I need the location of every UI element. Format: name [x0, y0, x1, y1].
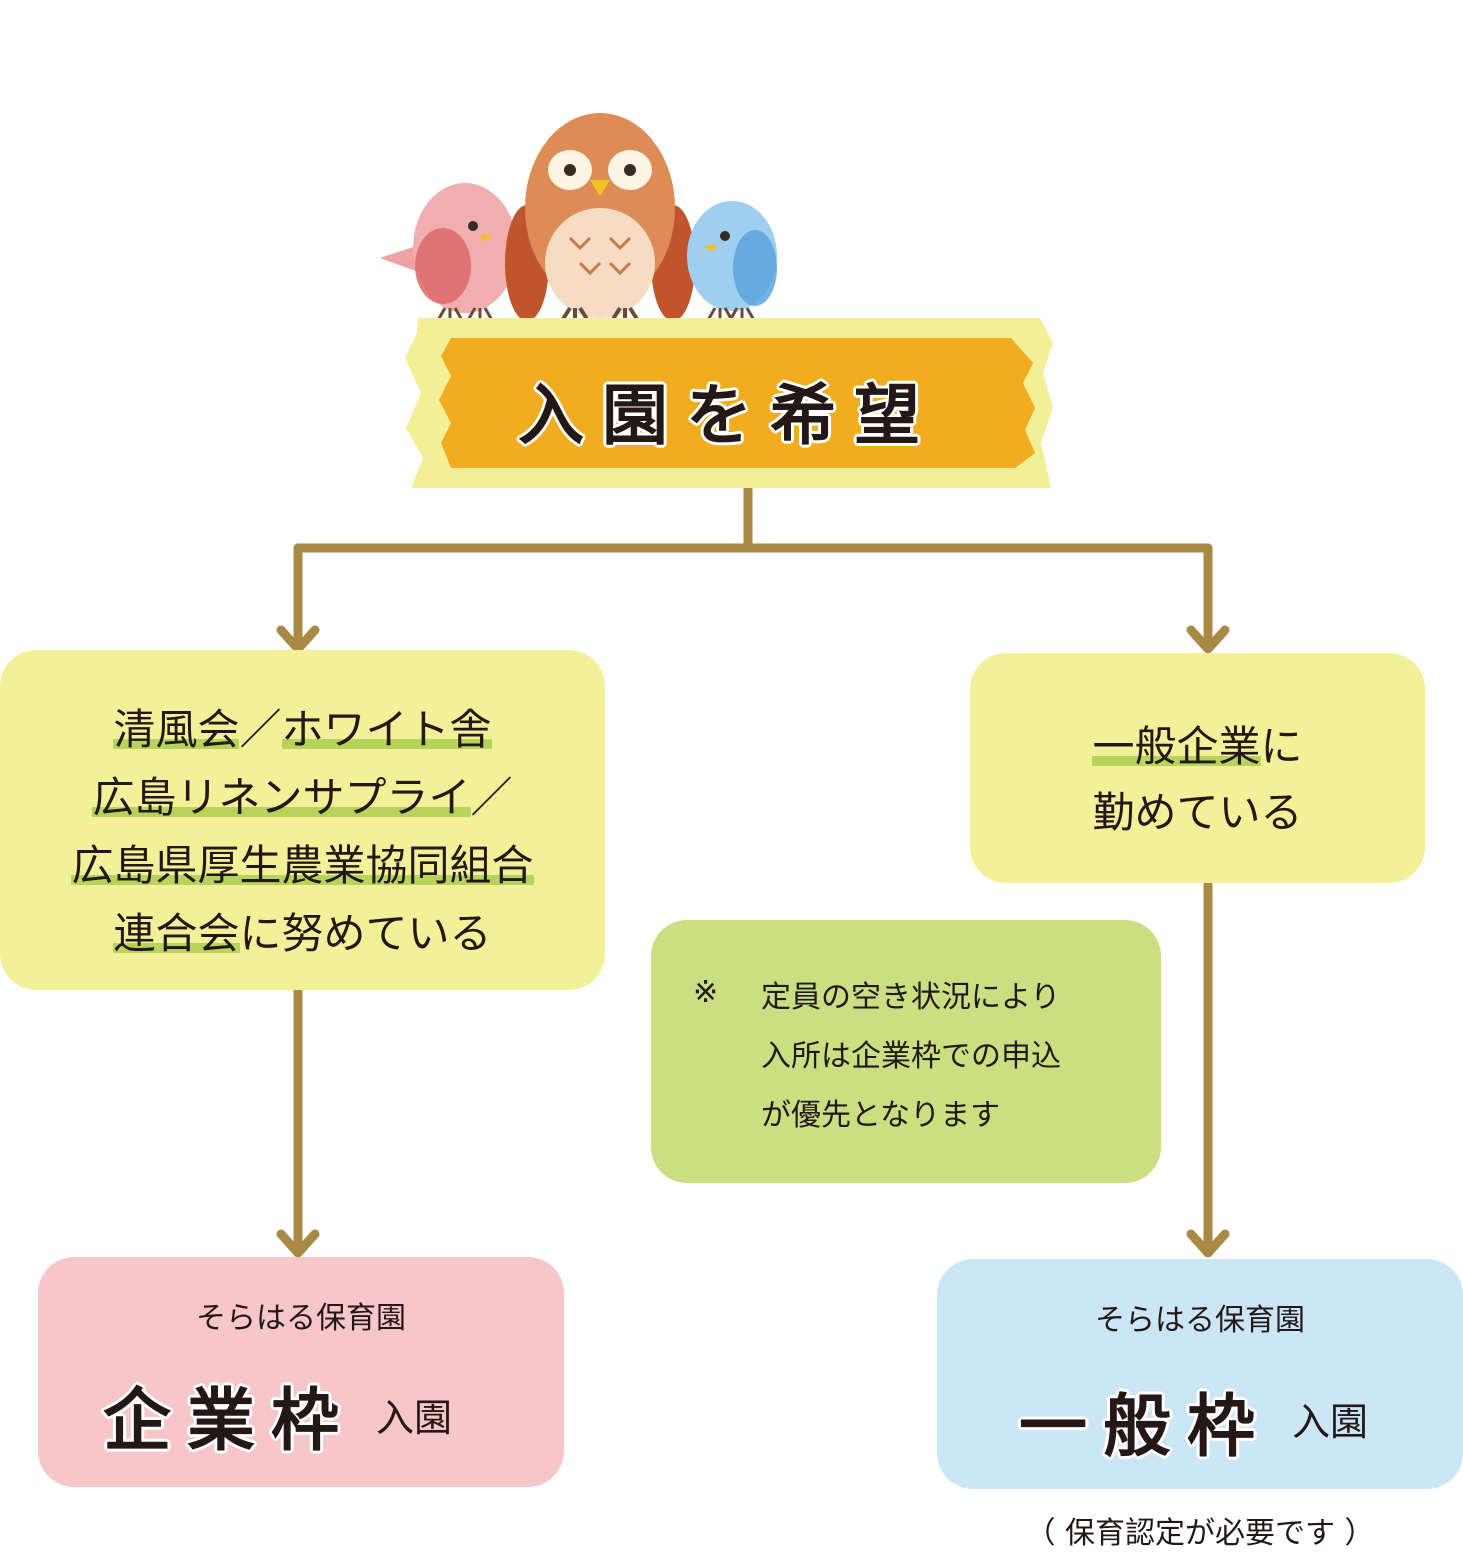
left-condition-line-4: 連合会に努めている [0, 900, 605, 961]
plain-text: に [1260, 722, 1303, 771]
left-result-sub: そらはる保育園 [196, 1301, 406, 1336]
right-result-main: 一般枠 [1019, 1388, 1272, 1467]
left-condition-line-3: 広島県厚生農業協同組合 [0, 832, 605, 893]
right-condition-line-1: 一般企業に [970, 713, 1425, 774]
plain-text: ／ [470, 773, 513, 822]
left-result-main: 企業枠 [103, 1382, 356, 1461]
plain-text: 勤めている [1092, 788, 1303, 837]
right-result-footnote: （ 保育認定が必要です ） [1025, 1516, 1375, 1551]
left-result-suffix: 入園 [376, 1396, 453, 1440]
arrowhead-left-2 [276, 1229, 320, 1258]
right-result-suffix: 入園 [1292, 1400, 1369, 1444]
note-mark: ※ [693, 975, 719, 1010]
right-condition-box: 一般企業に勤めている [970, 653, 1425, 883]
underlined-text: 広島リネンサプライ [92, 773, 471, 822]
left-condition-line-2: 広島リネンサプライ／ [0, 764, 605, 825]
note-box: ※ 定員の空き状況により 入所は企業枠での申込 が優先となります [651, 920, 1161, 1183]
arrowhead-right-1 [1186, 625, 1230, 654]
note-line-1: 定員の空き状況により [761, 980, 1061, 1015]
blue-bird-icon [687, 201, 777, 323]
owl-icon [505, 113, 695, 326]
underlined-text: 清風会 [113, 705, 240, 754]
bird-illustration [380, 113, 777, 326]
pink-bird-icon [380, 183, 517, 323]
note-line-3: が優先となります [761, 1098, 1001, 1133]
right-result-box: そらはる保育園 一般枠 入園 [937, 1259, 1463, 1489]
underlined-text: 一般企業 [1092, 722, 1261, 771]
left-result-box: そらはる保育園 企業枠 入園 [38, 1257, 564, 1487]
left-condition-box: 清風会／ホワイト舎広島リネンサプライ／広島県厚生農業協同組合連合会に努めている [0, 650, 605, 990]
title-band [439, 338, 1035, 468]
title-banner [405, 318, 1053, 488]
arrowhead-right-2 [1186, 1229, 1230, 1258]
left-condition-line-1: 清風会／ホワイト舎 [0, 696, 605, 757]
underlined-text: 連合会 [113, 909, 240, 958]
right-result-sub: そらはる保育園 [1095, 1303, 1305, 1338]
arrowhead-left-1 [276, 625, 320, 654]
underlined-text: 広島県厚生農業協同組合 [71, 841, 534, 890]
right-condition-line-2: 勤めている [970, 779, 1425, 840]
title-text: 入園を希望 [518, 377, 938, 454]
plain-text: に努めている [239, 909, 492, 958]
plain-text: ／ [239, 705, 282, 754]
note-line-2: 入所は企業枠での申込 [761, 1039, 1061, 1074]
underlined-text: ホワイト舎 [281, 705, 492, 754]
